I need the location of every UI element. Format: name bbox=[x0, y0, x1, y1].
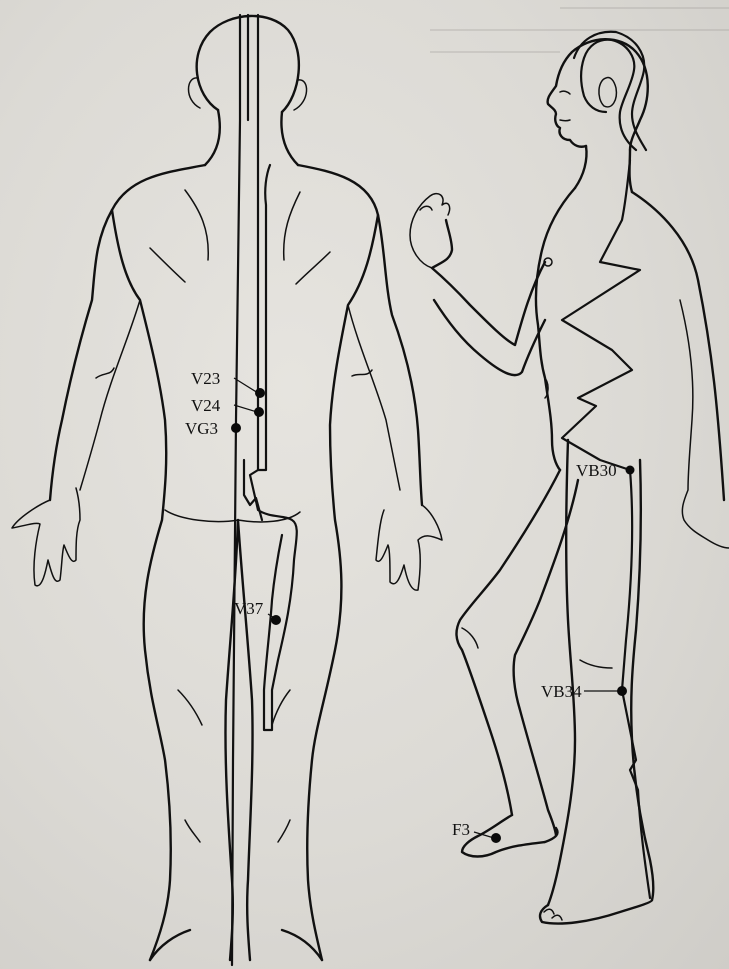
side-back-foot bbox=[540, 900, 652, 924]
point-vg3-label: VG3 bbox=[185, 419, 218, 438]
gallbladder-meridian-torso bbox=[562, 160, 650, 898]
back-left-hand bbox=[12, 488, 80, 586]
point-f3-label: F3 bbox=[452, 820, 470, 839]
side-mouth bbox=[560, 120, 570, 121]
side-ear bbox=[599, 77, 616, 106]
governor-vessel-line bbox=[232, 15, 240, 965]
point-f3: F3 bbox=[452, 820, 501, 843]
side-back-knee bbox=[580, 660, 612, 668]
back-torso-left bbox=[112, 210, 171, 960]
side-eye bbox=[560, 91, 570, 94]
side-back-leg bbox=[548, 440, 653, 905]
back-right-knee bbox=[272, 690, 290, 725]
back-right-scapula-top bbox=[284, 192, 300, 260]
point-f3-dot bbox=[491, 833, 501, 843]
back-torso-right bbox=[307, 215, 378, 960]
back-left-elbow bbox=[96, 368, 114, 378]
side-torso-back bbox=[632, 192, 724, 500]
point-v37-label: V37 bbox=[234, 599, 264, 618]
back-left-scapula-top bbox=[185, 190, 208, 260]
point-v23: V23 bbox=[191, 369, 265, 398]
side-front-knee bbox=[462, 628, 478, 648]
side-raised-arm bbox=[432, 220, 545, 375]
back-left-calf bbox=[185, 820, 200, 842]
back-meridian-lines bbox=[232, 15, 297, 965]
side-front-foot bbox=[462, 815, 558, 857]
back-legs-inner bbox=[225, 520, 252, 960]
back-left-scapula bbox=[150, 248, 185, 282]
side-front-leg bbox=[456, 470, 578, 835]
back-left-inner-arm bbox=[80, 300, 140, 490]
back-neck bbox=[205, 110, 298, 165]
back-right-hand bbox=[376, 505, 442, 590]
point-vb30-label: VB30 bbox=[576, 461, 617, 480]
point-vg3-dot bbox=[231, 423, 241, 433]
point-v24-dot bbox=[254, 407, 264, 417]
back-feet bbox=[150, 930, 322, 960]
back-view-figure bbox=[12, 16, 442, 960]
point-v23-label: V23 bbox=[191, 369, 220, 388]
side-view-figure bbox=[410, 39, 729, 923]
point-v37-dot bbox=[271, 615, 281, 625]
point-v24: V24 bbox=[191, 396, 264, 417]
back-right-calf bbox=[278, 820, 290, 842]
side-back-arm bbox=[680, 300, 729, 548]
point-vb34: VB34 bbox=[541, 682, 627, 701]
point-vb34-dot bbox=[617, 686, 627, 696]
point-vb34-label: VB34 bbox=[541, 682, 582, 701]
point-vb30-dot bbox=[626, 466, 635, 475]
side-toes bbox=[544, 909, 562, 920]
back-right-scapula bbox=[296, 252, 330, 284]
point-vb30: VB30 bbox=[576, 461, 635, 480]
back-right-inner-arm bbox=[348, 305, 400, 490]
side-fist bbox=[410, 194, 450, 268]
point-v23-dot bbox=[255, 388, 265, 398]
point-vg3: VG3 bbox=[185, 419, 241, 438]
point-v37: V37 bbox=[234, 599, 281, 625]
back-left-knee bbox=[178, 690, 202, 725]
point-v24-label: V24 bbox=[191, 396, 221, 415]
side-neck bbox=[575, 146, 632, 192]
